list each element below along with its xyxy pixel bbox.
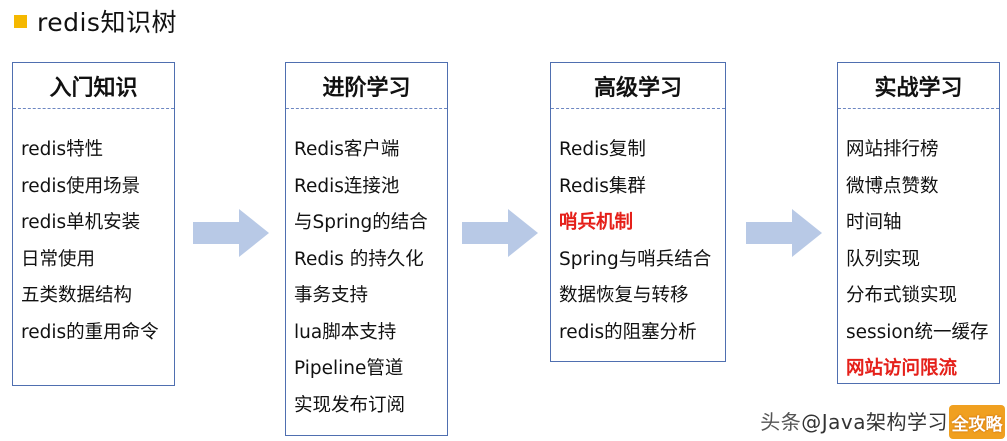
list-item: Pipeline管道: [294, 358, 404, 379]
arrow-right-icon: [746, 209, 822, 257]
site-logo: 全攻略: [949, 405, 1005, 439]
list-item: redis使用场景: [21, 175, 141, 197]
column-heading: 高级学习: [551, 63, 725, 109]
column-heading: 实战学习: [838, 63, 999, 109]
list-item: 实现发布订阅: [294, 394, 406, 416]
arrow-right-icon: [462, 209, 538, 257]
arrow-right-icon: [193, 209, 269, 257]
list-item: redis的重用命令: [21, 321, 159, 343]
list-item: Spring与哨兵结合: [559, 248, 712, 270]
list-item: 网站排行榜: [846, 139, 939, 160]
list-item: 队列实现: [846, 248, 921, 270]
watermark-prefix: 头条: [760, 410, 802, 434]
list-item-highlighted: 网站访问限流: [846, 358, 958, 379]
diagram-title-bar: redis知识树: [14, 4, 177, 38]
list-item: redis的阻塞分析: [559, 321, 697, 343]
list-item: Redis复制: [559, 139, 646, 160]
list-item: 分布式锁实现: [846, 285, 958, 306]
list-item: 五类数据结构: [21, 285, 133, 306]
column-box-expert: 高级学习 Redis复制 Redis集群 哨兵机制 Spring与哨兵结合 数据…: [550, 62, 726, 362]
list-item: 数据恢复与转移: [559, 285, 689, 306]
column-box-practice: 实战学习 网站排行榜 微博点赞数 时间轴 队列实现 分布式锁实现 session…: [837, 62, 1000, 384]
title-bullet-square: [14, 14, 27, 28]
column-heading: 进阶学习: [286, 63, 447, 109]
list-item: Redis客户端: [294, 139, 400, 160]
list-item: Redis集群: [559, 175, 646, 197]
list-item: Redis连接池: [294, 175, 400, 197]
list-item: 与Spring的结合: [294, 212, 428, 233]
column-item-list: redis特性 redis使用场景 redis单机安装 日常使用 五类数据结构 …: [13, 109, 174, 351]
list-item: 日常使用: [21, 248, 96, 270]
diagram-title: redis知识树: [37, 8, 177, 37]
column-box-advanced: 进阶学习 Redis客户端 Redis连接池 与Spring的结合 Redis …: [285, 62, 448, 436]
list-item: Redis 的持久化: [294, 248, 424, 270]
list-item: 时间轴: [846, 212, 902, 233]
column-item-list: 网站排行榜 微博点赞数 时间轴 队列实现 分布式锁实现 session统一缓存 …: [838, 109, 999, 388]
list-item: lua脚本支持: [294, 321, 397, 343]
list-item: session统一缓存: [846, 321, 989, 343]
column-box-beginner: 入门知识 redis特性 redis使用场景 redis单机安装 日常使用 五类…: [12, 62, 175, 386]
column-heading: 入门知识: [13, 63, 174, 109]
list-item-highlighted: 哨兵机制: [559, 212, 634, 233]
list-item: redis单机安装: [21, 212, 141, 233]
list-item: 微博点赞数: [846, 175, 939, 197]
list-item: redis特性: [21, 139, 104, 160]
column-item-list: Redis客户端 Redis连接池 与Spring的结合 Redis 的持久化 …: [286, 109, 447, 424]
list-item: 事务支持: [294, 285, 369, 306]
column-item-list: Redis复制 Redis集群 哨兵机制 Spring与哨兵结合 数据恢复与转移…: [551, 109, 725, 351]
